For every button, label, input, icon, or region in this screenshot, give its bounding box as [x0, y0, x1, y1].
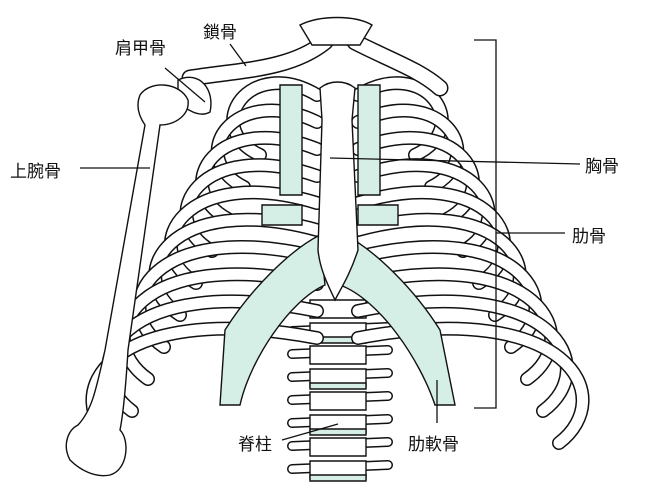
- right-lower-cartilage: [339, 233, 456, 406]
- vertebra-body: [309, 345, 367, 365]
- clavicle-leader-line: [229, 43, 247, 67]
- sternum-leader-line: [329, 157, 581, 165]
- costal-cartilage-drawing: [219, 84, 456, 406]
- spine-drawing: [287, 299, 393, 482]
- right-rib: [352, 296, 573, 417]
- scapula-leader-line: [164, 67, 206, 103]
- left-lower-cartilage: [219, 233, 326, 406]
- ribs-bracket: [474, 39, 497, 409]
- intervertebral-disc: [309, 382, 367, 390]
- leader-lines: [80, 39, 581, 441]
- right-cartilage: [357, 204, 399, 226]
- label-ribs: 肋骨: [572, 227, 606, 247]
- intervertebral-disc: [309, 474, 367, 482]
- right-rib: [352, 214, 526, 321]
- left-rib: [134, 241, 323, 353]
- manubrium: [299, 16, 373, 46]
- label-clavicle: 鎖骨: [203, 23, 237, 43]
- right-rib: [352, 268, 557, 385]
- label-sternum: 胸骨: [585, 157, 619, 177]
- vertebra-body: [309, 437, 367, 457]
- spine-leader-line: [281, 423, 339, 441]
- sternum: [317, 81, 359, 302]
- label-humerus: 上腕骨: [10, 162, 61, 182]
- vertebra-body: [309, 391, 367, 411]
- left-clavicle: [183, 35, 332, 85]
- right-rib: [352, 323, 588, 449]
- bones-drawing: [65, 16, 449, 477]
- humerus: [65, 84, 189, 477]
- label-scapula: 肩甲骨: [115, 39, 166, 59]
- left-rib: [165, 187, 323, 289]
- label-costal-cartilage: 肋軟骨: [408, 435, 459, 455]
- left-upper-cartilage: [279, 84, 303, 196]
- left-cartilage: [261, 204, 303, 226]
- right-rib: [352, 241, 541, 353]
- right-upper-cartilage: [357, 84, 381, 196]
- left-rib: [118, 268, 323, 385]
- label-spine: 脊柱: [238, 435, 272, 455]
- right-clavicle: [348, 35, 447, 95]
- intervertebral-disc: [309, 428, 367, 436]
